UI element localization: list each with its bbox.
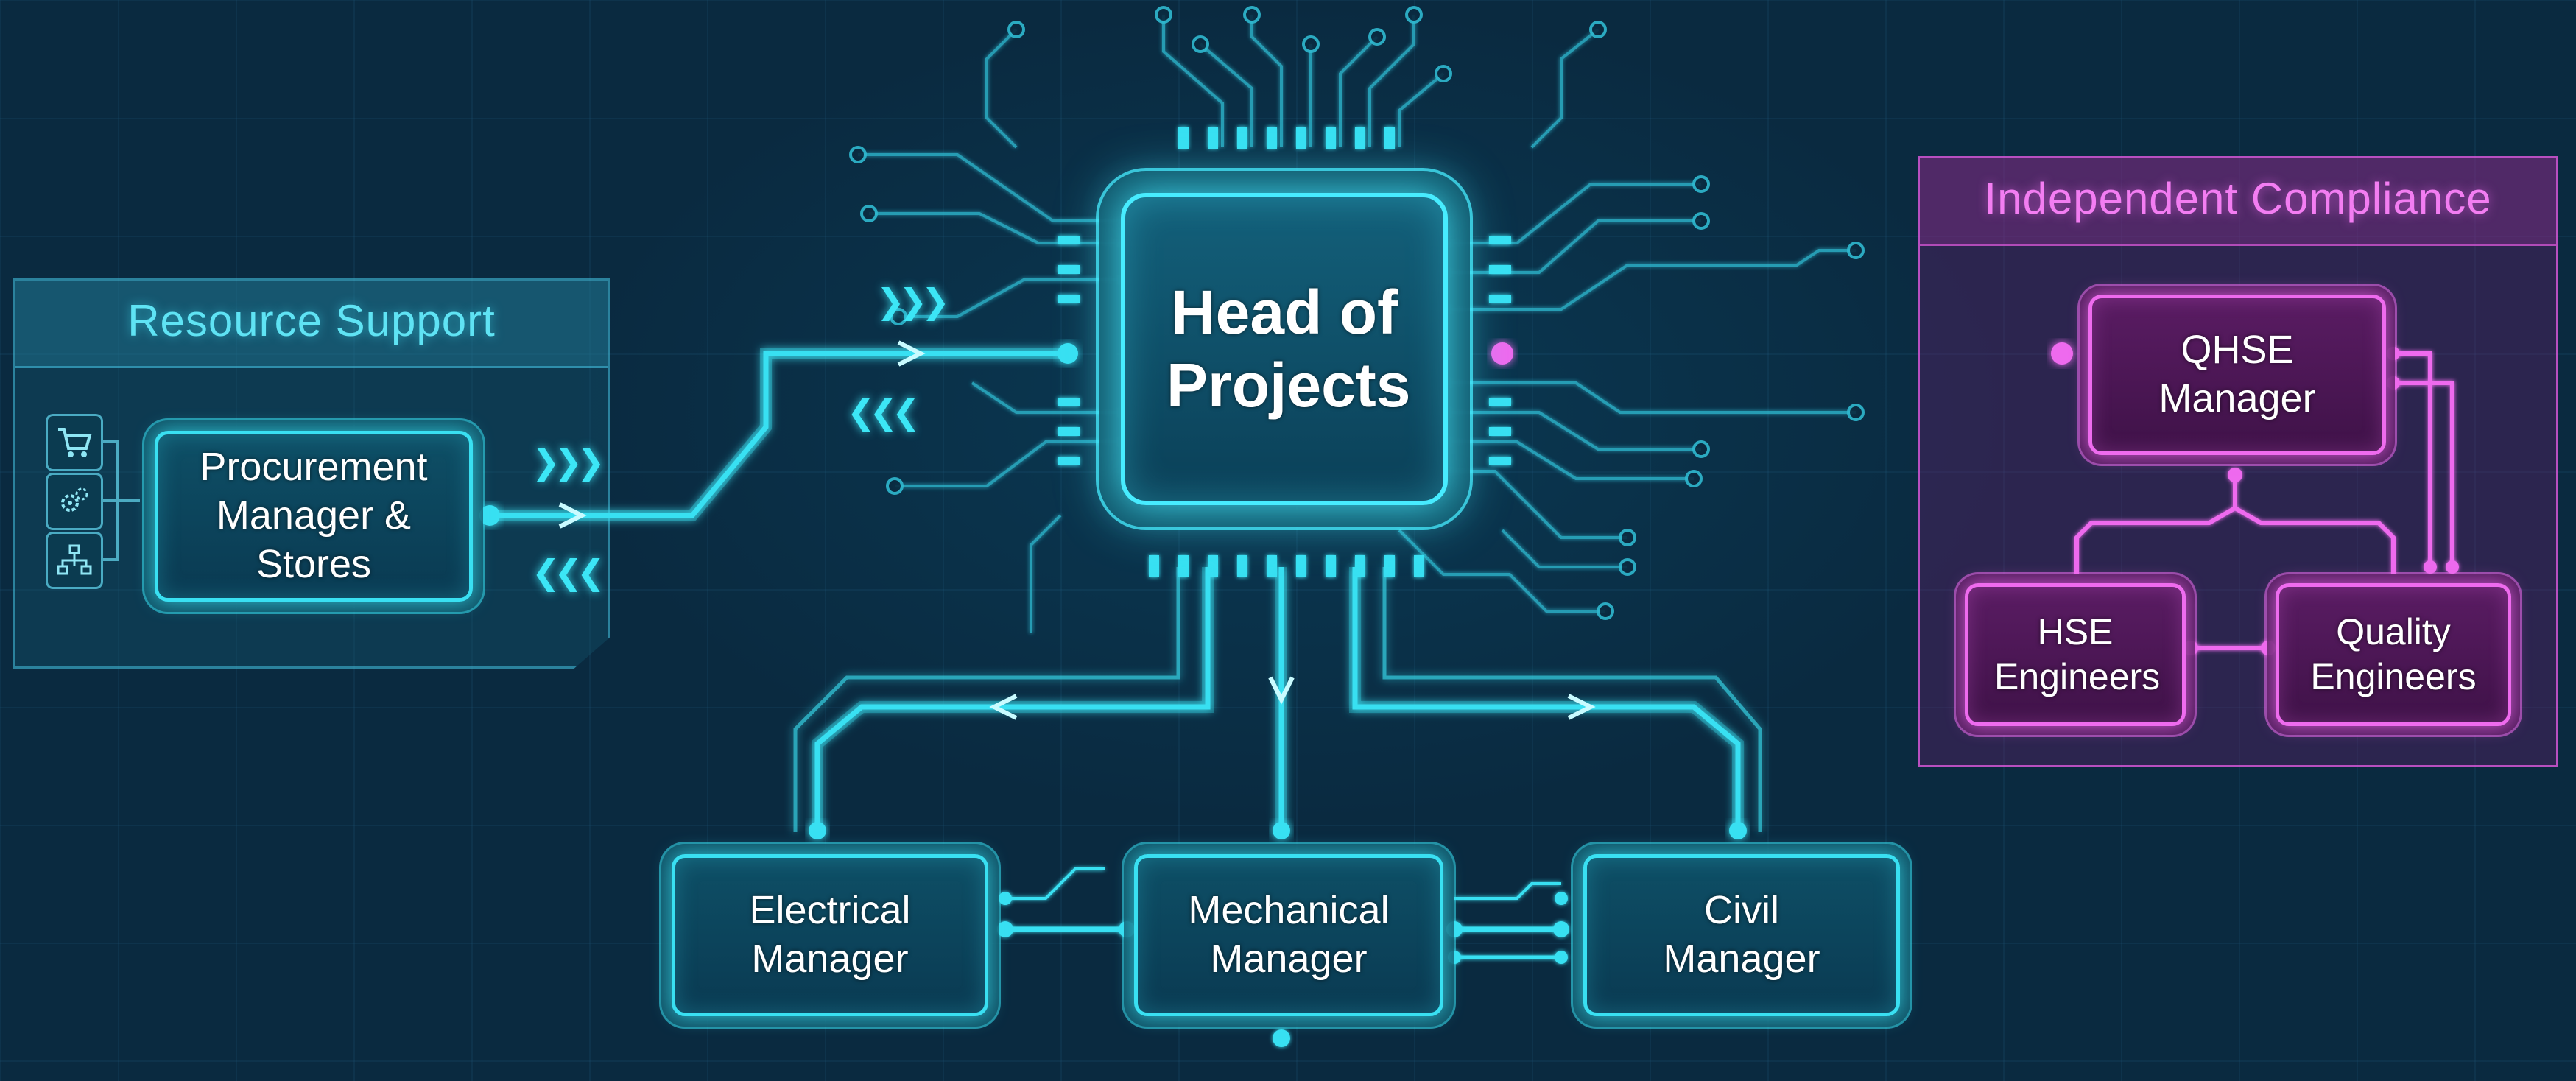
port [1729, 822, 1747, 839]
resource-icon-links [103, 440, 140, 561]
manager-links [1005, 867, 1561, 959]
flow-arrow [1268, 676, 1295, 705]
compliance-tree [2074, 351, 2454, 650]
civil-manager-node[interactable]: Civil Manager [1583, 854, 1900, 1016]
compliance-link [1491, 342, 2073, 365]
procurement-bus [490, 348, 1068, 521]
gears-icon [46, 473, 103, 530]
electrical-manager-label: Electrical Manager [749, 888, 911, 981]
flow-arrow [897, 340, 926, 367]
compliance-tree-pads [2183, 347, 2459, 655]
flow-arrow [989, 694, 1018, 720]
flow-chevron-icon: ❯❯❯ [876, 281, 950, 321]
head-of-projects-node[interactable]: Head of Projects [1121, 193, 1448, 505]
procurement-port [479, 505, 500, 526]
hse-engineers-node[interactable]: HSE Engineers [1965, 583, 2186, 726]
head-port-left [1058, 343, 1078, 364]
mechanical-manager-label: Mechanical Manager [1188, 888, 1390, 981]
procurement-manager-node[interactable]: Procurement Manager & Stores [155, 431, 473, 602]
port [809, 822, 826, 839]
procurement-manager-label: Procurement Manager & Stores [200, 445, 428, 586]
decorative-traces [858, 15, 1856, 633]
port [1273, 822, 1290, 839]
independent-compliance-title: Independent Compliance [1984, 174, 2492, 223]
manager-buses [793, 567, 1762, 832]
quality-engineers-label: Quality Engineers [2310, 611, 2477, 697]
flow-chevron-icon: ❮❮❮ [847, 392, 921, 432]
qhse-manager-label: QHSE Manager [2158, 328, 2316, 420]
flow-arrow [558, 502, 587, 529]
flow-chevron-icon: ❯❯❯ [532, 442, 605, 482]
mechanical-manager-node[interactable]: Mechanical Manager [1134, 854, 1443, 1016]
resource-support-panel: Resource Support [13, 278, 610, 669]
qhse-manager-node[interactable]: QHSE Manager [2088, 295, 2386, 455]
flow-arrow [1567, 694, 1596, 720]
hierarchy-icon [46, 532, 103, 589]
decorative-pads [849, 6, 1865, 620]
flow-chevron-icon: ❮❮❮ [532, 552, 605, 592]
electrical-manager-node[interactable]: Electrical Manager [672, 854, 988, 1016]
independent-compliance-header [1920, 158, 2556, 246]
resource-support-header [15, 281, 608, 368]
quality-engineers-node[interactable]: Quality Engineers [2276, 583, 2511, 726]
head-of-projects-label: Head of Projects [1166, 277, 1411, 420]
manager-link-pads [997, 892, 1569, 1047]
hse-engineers-label: HSE Engineers [1994, 611, 2161, 697]
civil-manager-label: Civil Manager [1663, 888, 1820, 981]
resource-support-title: Resource Support [127, 296, 496, 345]
shopping-cart-icon [46, 414, 103, 471]
